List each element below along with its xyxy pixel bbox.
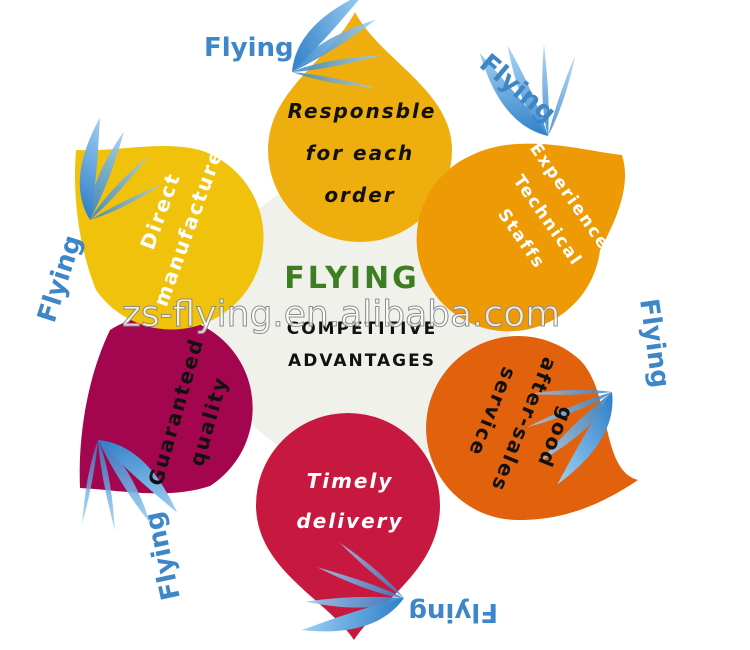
petal-line: delivery (296, 509, 403, 533)
center-title: FLYING (284, 261, 420, 296)
petal-text-responsible: Responsble for each order (288, 99, 437, 207)
petal-text-timely: Timely delivery (296, 469, 403, 533)
watermark: zs-flying.en.alibaba.com (122, 294, 560, 335)
center-subtitle-line1: COMPETITIVE (287, 319, 438, 339)
petal-line: for each (306, 141, 414, 165)
petal-after-sales (426, 336, 638, 521)
petal-line: order (324, 183, 395, 207)
brand-label-top: Flying (204, 33, 294, 63)
petal-line: Timely (307, 469, 394, 493)
brand-label-bottom-left: Flying (139, 509, 187, 603)
brand-label-right: Flying (633, 297, 675, 390)
petal-line: Responsble (288, 99, 437, 123)
center-subtitle-line2: ADVANTAGES (288, 351, 436, 371)
petal-manufacturer (74, 145, 264, 330)
petal-experienced (416, 143, 626, 332)
brand-label-bottom: Flying (408, 597, 498, 627)
brand-label-left: Flying (32, 232, 88, 327)
petal-timely (256, 413, 440, 640)
